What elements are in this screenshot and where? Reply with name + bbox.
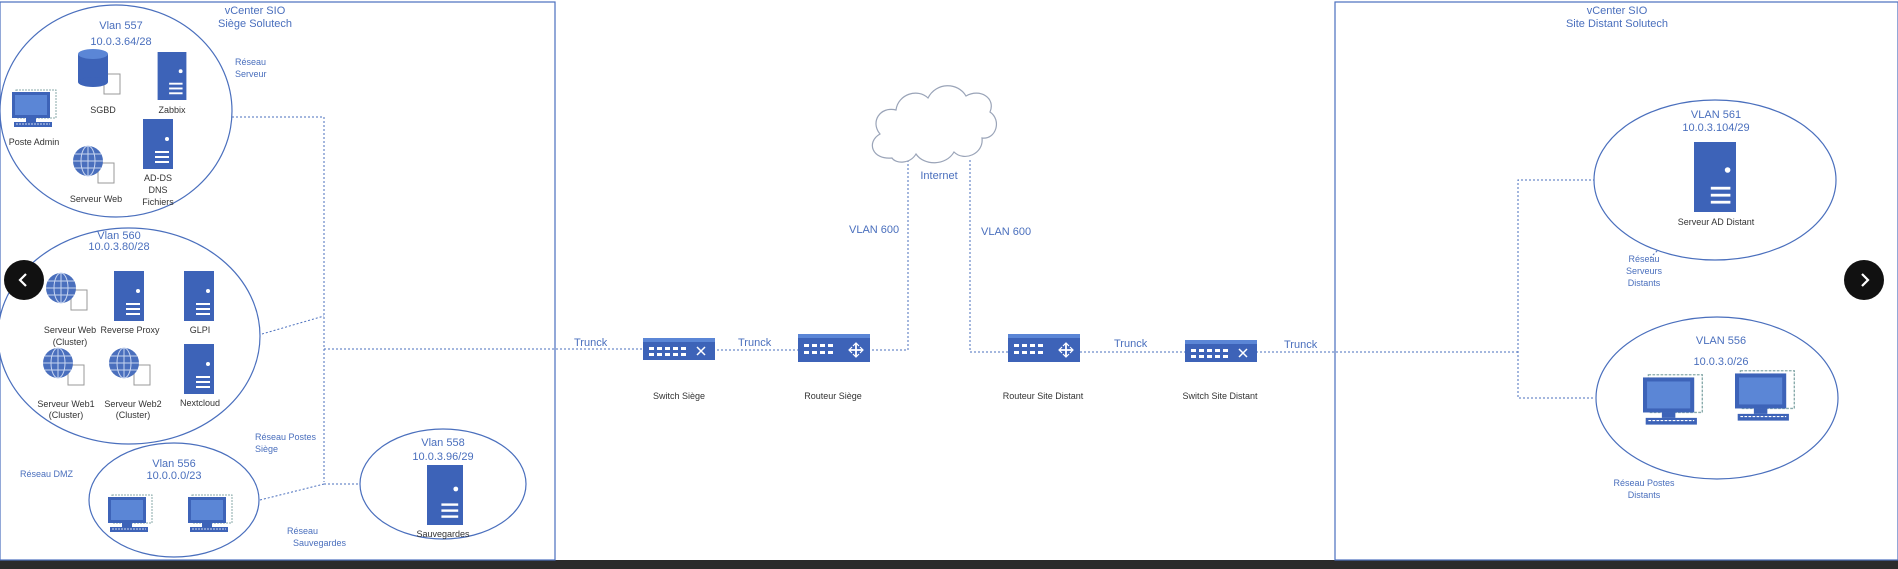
vlan600-left-label: VLAN 600 bbox=[849, 224, 899, 236]
trunk-label-4: Trunck bbox=[1284, 339, 1318, 351]
ad-distant-server-icon bbox=[1694, 142, 1736, 212]
vlan556-zone-line1: Réseau Postes bbox=[255, 432, 317, 442]
vlan560-subnet: 10.0.3.80/28 bbox=[88, 241, 149, 253]
vlan556-subnet: 10.0.0.0/23 bbox=[146, 470, 201, 482]
routeur-siege-icon bbox=[798, 334, 870, 363]
vlan561-distant-subnet: 10.0.3.104/29 bbox=[1682, 122, 1749, 134]
internet-cloud-icon bbox=[871, 85, 998, 164]
poste-admin-label: Poste Admin bbox=[9, 137, 60, 147]
previous-button[interactable] bbox=[4, 260, 44, 300]
vlan556-zone-line2: Siège bbox=[255, 444, 278, 454]
serveur-web2-label-2: (Cluster) bbox=[116, 410, 151, 420]
vlan561-distant-zone-line3: Distants bbox=[1628, 278, 1661, 288]
trunk-label-3: Trunck bbox=[1114, 338, 1148, 350]
adds-server-icon bbox=[143, 119, 173, 169]
vlan558-name: Vlan 558 bbox=[421, 437, 464, 449]
switch-distant-label: Switch Site Distant bbox=[1182, 391, 1258, 401]
sgbd-label: SGBD bbox=[90, 105, 116, 115]
vlan556-distant-zone-line2: Distants bbox=[1628, 490, 1661, 500]
serveur-web-cluster-label-1: Serveur Web bbox=[44, 325, 96, 335]
vlan557-zone-line2: Serveur bbox=[235, 69, 267, 79]
vlan558-zone-line1: Réseau bbox=[287, 526, 318, 536]
routeur-siege-label: Routeur Siège bbox=[804, 391, 862, 401]
sauvegardes-label: Sauvegardes bbox=[416, 529, 470, 539]
serveur-web1-label-2: (Cluster) bbox=[49, 410, 84, 420]
next-button[interactable] bbox=[1844, 260, 1884, 300]
switch-distant-icon bbox=[1185, 340, 1257, 363]
vlan557-name: Vlan 557 bbox=[99, 20, 142, 32]
vlan556-distant-name: VLAN 556 bbox=[1696, 335, 1746, 347]
vlan556-distant-zone-line1: Réseau Postes bbox=[1613, 478, 1675, 488]
switch-siege-label: Switch Siège bbox=[653, 391, 705, 401]
serveur-web2-label-1: Serveur Web2 bbox=[104, 399, 161, 409]
chevron-left-icon bbox=[18, 273, 27, 287]
internet-label: Internet bbox=[920, 170, 957, 182]
zone-siege-subtitle: Siège Solutech bbox=[218, 18, 292, 30]
sauvegardes-server-icon bbox=[427, 465, 463, 525]
vlan556-name: Vlan 556 bbox=[152, 458, 195, 470]
zone-siege-title: vCenter SIO bbox=[225, 5, 286, 17]
vlan556-distant-ellipse bbox=[1595, 316, 1839, 480]
ad-distant-label: Serveur AD Distant bbox=[1678, 217, 1755, 227]
routeur-distant-label: Routeur Site Distant bbox=[1003, 391, 1084, 401]
vlan561-distant-zone-line2: Serveurs bbox=[1626, 266, 1663, 276]
switch-siege-icon bbox=[643, 338, 715, 361]
vlan557-subnet: 10.0.3.64/28 bbox=[90, 36, 151, 48]
zabbix-server-icon bbox=[157, 52, 187, 100]
nextcloud-label: Nextcloud bbox=[180, 398, 220, 408]
chevron-right-icon bbox=[1861, 273, 1870, 287]
trunk-label-2: Trunck bbox=[738, 337, 772, 349]
zone-distant-title: vCenter SIO bbox=[1587, 5, 1648, 17]
adds-label-1: AD-DS bbox=[144, 173, 172, 183]
glpi-label: GLPI bbox=[190, 325, 211, 335]
connector-lines bbox=[232, 116, 1661, 501]
vlan556-distant-subnet: 10.0.3.0/26 bbox=[1693, 356, 1748, 368]
nextcloud-server-icon bbox=[184, 344, 214, 394]
zone-siege-box bbox=[0, 1, 556, 561]
reverse-proxy-label: Reverse Proxy bbox=[100, 325, 160, 335]
glpi-server-icon bbox=[184, 271, 214, 321]
routeur-distant-icon bbox=[1008, 334, 1080, 363]
reverse-proxy-icon bbox=[114, 271, 144, 321]
serveur-web-label: Serveur Web bbox=[70, 194, 122, 204]
serveur-web1-label-1: Serveur Web1 bbox=[37, 399, 94, 409]
vlan560-zone: Réseau DMZ bbox=[20, 469, 74, 479]
vlan561-distant-name: VLAN 561 bbox=[1691, 109, 1741, 121]
vlan557-zone-line1: Réseau bbox=[235, 57, 266, 67]
zone-distant-subtitle: Site Distant Solutech bbox=[1566, 18, 1668, 30]
trunk-label-1: Trunck bbox=[574, 337, 608, 349]
vlan560-name: Vlan 560 bbox=[97, 230, 140, 242]
vlan600-right-label: VLAN 600 bbox=[981, 226, 1031, 238]
vlan561-distant-zone-line1: Réseau bbox=[1628, 254, 1659, 264]
serveur-web-cluster-label-2: (Cluster) bbox=[53, 337, 88, 347]
vlan558-zone-line2: Sauvegardes bbox=[293, 538, 347, 548]
vlan558-subnet: 10.0.3.96/29 bbox=[412, 451, 473, 463]
zone-distant-box bbox=[1334, 1, 1898, 561]
adds-label-3: Fichiers bbox=[142, 197, 174, 207]
zabbix-label: Zabbix bbox=[158, 105, 186, 115]
adds-label-2: DNS bbox=[148, 185, 167, 195]
